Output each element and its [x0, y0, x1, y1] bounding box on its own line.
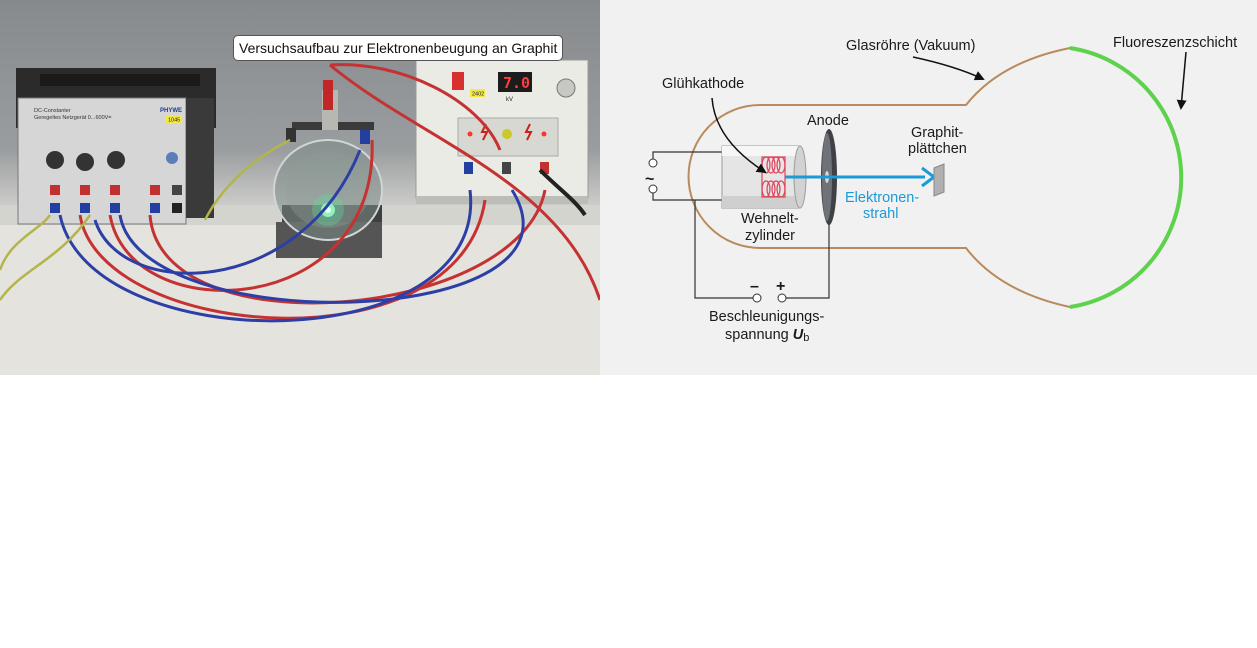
dc-power-supply: DC-Constanter Geregeltes Netzgerät 0...6… [16, 68, 216, 225]
knob-2 [76, 153, 94, 171]
minus-terminal [752, 293, 762, 303]
anode-label: Anode [807, 113, 849, 129]
apparatus-photo-drawing: DC-Constanter Geregeltes Netzgerät 0...6… [0, 59, 600, 375]
wehnelt-label-1: Wehnelt- [741, 211, 799, 227]
fluorescent-layer-label: Fluoreszenzschicht [1113, 35, 1237, 51]
voltage-wire-left [694, 200, 753, 299]
power-supply-brand: PHYWE [160, 108, 182, 114]
voltage-label-word: spannung [725, 327, 789, 343]
ac-terminal-top [648, 158, 658, 168]
glass-tube-label: Glasröhre (Vakuum) [846, 38, 975, 54]
power-supply-label-1: DC-Constanter [34, 108, 71, 114]
apparatus-photo: DC-Constanter Geregeltes Netzgerät 0...6… [0, 0, 600, 375]
photo-caption: Versuchsaufbau zur Elektronenbeugung an … [233, 35, 564, 61]
minus-sign: – [750, 278, 759, 295]
power-supply-label-2: Geregeltes Netzgerät 0...600V= [34, 115, 112, 121]
hv-unit: kV [506, 97, 513, 103]
voltage-label-2: spannung Ub [725, 327, 809, 344]
power-supply-badge: 1045 [168, 118, 180, 124]
voltage-label-1: Beschleunigungs- [709, 309, 824, 325]
electron-diffraction-tube [273, 80, 383, 258]
knob-3 [107, 151, 125, 169]
graphite-foil [933, 163, 945, 197]
voltage-subscript: b [803, 332, 809, 344]
plus-terminal [777, 293, 787, 303]
hv-badge: 2402 [472, 92, 484, 98]
tube-schematic: ~ – + [600, 0, 1257, 375]
graphite-label-1: Graphit- [911, 125, 964, 141]
fluorescent-layer [1069, 46, 1184, 309]
knob-1 [46, 151, 64, 169]
ac-symbol: ~ [645, 171, 654, 188]
graphite-label-2: plättchen [908, 141, 967, 157]
cathode-pointer [711, 97, 767, 174]
plus-sign: + [776, 278, 785, 295]
beam-label-1: Elektronen- [845, 190, 919, 206]
tube-schematic-drawing: ~ – + [645, 35, 1237, 344]
hv-knob [556, 78, 576, 98]
beam-label-2: strahl [863, 206, 898, 222]
voltage-wire-right [786, 200, 830, 299]
fluorescent-pointer [1176, 51, 1187, 110]
ac-wire-bottom [652, 193, 728, 201]
ac-wire-top [652, 151, 728, 159]
wehnelt-label-2: zylinder [745, 228, 795, 244]
hv-display: 7.0 [503, 74, 530, 92]
high-voltage-supply: 7.0 kV 2402 [415, 59, 589, 204]
voltage-symbol: U [793, 327, 804, 343]
cathode-label: Glühkathode [662, 76, 744, 92]
cables [0, 63, 600, 323]
glass-tube-pointer [912, 56, 985, 81]
